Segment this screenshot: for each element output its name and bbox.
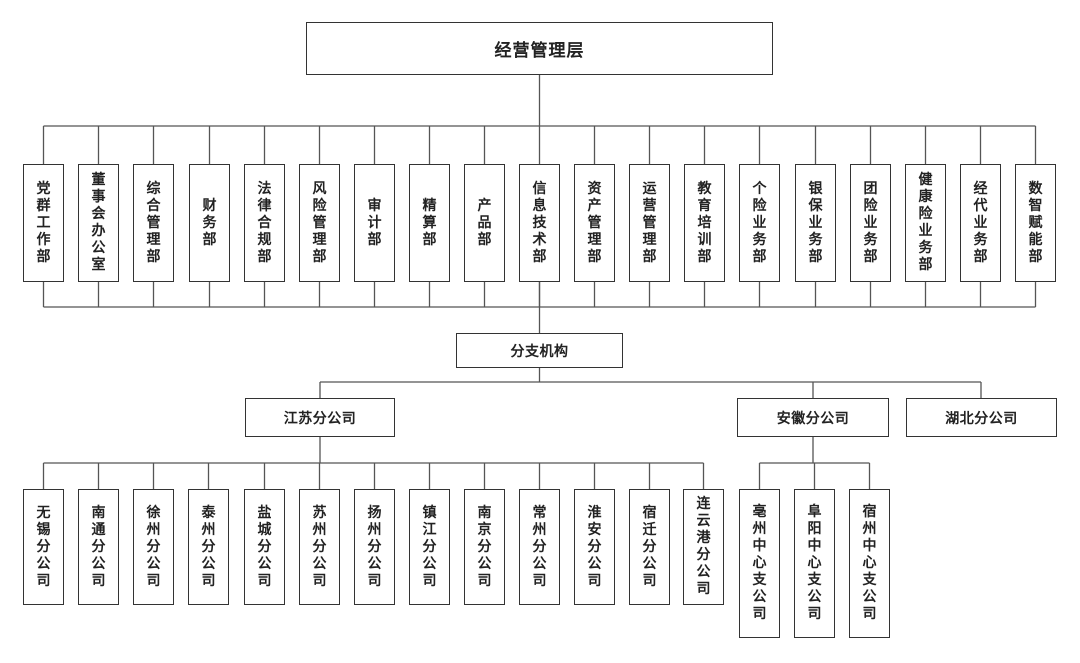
department-node-label: 个险业务部 bbox=[752, 180, 767, 265]
department-node-label: 运营管理部 bbox=[642, 180, 657, 265]
jiangsu-sub-branch-node-label: 连云港分公司 bbox=[696, 496, 711, 597]
jiangsu-sub-branch-node: 无锡分公司 bbox=[23, 489, 64, 605]
jiangsu-sub-branch-node-label: 南京分公司 bbox=[477, 504, 492, 589]
jiangsu-sub-branch-node: 扬州分公司 bbox=[354, 489, 395, 605]
department-node: 资产管理部 bbox=[574, 164, 615, 282]
jiangsu-sub-branch-node-label: 南通分公司 bbox=[91, 504, 106, 589]
branch-node-anhui: 安徽分公司 bbox=[737, 398, 889, 437]
jiangsu-sub-branch-node-label: 徐州分公司 bbox=[146, 504, 161, 589]
department-node-label: 数智赋能部 bbox=[1028, 180, 1043, 265]
jiangsu-sub-branch-node: 盐城分公司 bbox=[244, 489, 285, 605]
jiangsu-sub-branch-node-label: 苏州分公司 bbox=[312, 504, 327, 589]
jiangsu-sub-branch-node: 连云港分公司 bbox=[683, 489, 724, 605]
department-node: 法律合规部 bbox=[244, 164, 285, 282]
branch-node-hubei: 湖北分公司 bbox=[906, 398, 1057, 437]
department-node-label: 团险业务部 bbox=[863, 180, 878, 265]
department-node-label: 精算部 bbox=[422, 197, 437, 248]
department-node: 团险业务部 bbox=[850, 164, 891, 282]
branch-hub-node: 分支机构 bbox=[456, 333, 623, 368]
jiangsu-sub-branch-node: 徐州分公司 bbox=[133, 489, 174, 605]
department-node: 审计部 bbox=[354, 164, 395, 282]
department-node: 党群工作部 bbox=[23, 164, 64, 282]
jiangsu-sub-branch-node-label: 镇江分公司 bbox=[422, 504, 437, 589]
anhui-sub-branch-node: 宿州中心支公司 bbox=[849, 489, 890, 638]
department-node: 个险业务部 bbox=[739, 164, 780, 282]
department-node-label: 产品部 bbox=[477, 197, 492, 248]
department-node-label: 健康险业务部 bbox=[918, 172, 933, 273]
anhui-sub-branch-node: 阜阳中心支公司 bbox=[794, 489, 835, 638]
jiangsu-sub-branch-node-label: 宿迁分公司 bbox=[642, 504, 657, 589]
department-node-label: 董事会办公室 bbox=[91, 172, 106, 273]
jiangsu-sub-branch-node-label: 淮安分公司 bbox=[587, 504, 602, 589]
department-node-label: 综合管理部 bbox=[146, 180, 161, 265]
jiangsu-sub-branch-node-label: 无锡分公司 bbox=[36, 504, 51, 589]
department-node-label: 经代业务部 bbox=[973, 180, 988, 265]
department-node-label: 风险管理部 bbox=[312, 180, 327, 265]
jiangsu-sub-branch-node-label: 扬州分公司 bbox=[367, 504, 382, 589]
department-node: 综合管理部 bbox=[133, 164, 174, 282]
department-node: 经代业务部 bbox=[960, 164, 1001, 282]
jiangsu-sub-branch-node-label: 常州分公司 bbox=[532, 504, 547, 589]
department-node-label: 信息技术部 bbox=[532, 180, 547, 265]
department-node-label: 审计部 bbox=[367, 197, 382, 248]
anhui-sub-branch-node-label: 亳州中心支公司 bbox=[752, 504, 767, 622]
root-node-management: 经营管理层 bbox=[306, 22, 773, 75]
department-node: 数智赋能部 bbox=[1015, 164, 1056, 282]
jiangsu-sub-branch-node: 南京分公司 bbox=[464, 489, 505, 605]
department-node-label: 资产管理部 bbox=[587, 180, 602, 265]
department-node: 财务部 bbox=[189, 164, 230, 282]
department-node: 风险管理部 bbox=[299, 164, 340, 282]
anhui-sub-branch-node-label: 宿州中心支公司 bbox=[862, 504, 877, 622]
department-node: 信息技术部 bbox=[519, 164, 560, 282]
department-node-label: 财务部 bbox=[202, 197, 217, 248]
anhui-sub-branch-node: 亳州中心支公司 bbox=[739, 489, 780, 638]
department-node: 精算部 bbox=[409, 164, 450, 282]
department-node-label: 党群工作部 bbox=[36, 180, 51, 265]
jiangsu-sub-branch-node: 泰州分公司 bbox=[188, 489, 229, 605]
department-node: 董事会办公室 bbox=[78, 164, 119, 282]
jiangsu-sub-branch-node-label: 泰州分公司 bbox=[201, 504, 216, 589]
department-node-label: 法律合规部 bbox=[257, 180, 272, 265]
department-node: 银保业务部 bbox=[795, 164, 836, 282]
jiangsu-sub-branch-node: 苏州分公司 bbox=[299, 489, 340, 605]
department-node: 运营管理部 bbox=[629, 164, 670, 282]
department-node-label: 银保业务部 bbox=[808, 180, 823, 265]
jiangsu-sub-branch-node: 淮安分公司 bbox=[574, 489, 615, 605]
department-node: 健康险业务部 bbox=[905, 164, 946, 282]
department-node-label: 教育培训部 bbox=[697, 180, 712, 265]
department-node: 教育培训部 bbox=[684, 164, 725, 282]
jiangsu-sub-branch-node-label: 盐城分公司 bbox=[257, 504, 272, 589]
jiangsu-sub-branch-node: 宿迁分公司 bbox=[629, 489, 670, 605]
jiangsu-sub-branch-node: 南通分公司 bbox=[78, 489, 119, 605]
anhui-sub-branch-node-label: 阜阳中心支公司 bbox=[807, 504, 822, 622]
jiangsu-sub-branch-node: 镇江分公司 bbox=[409, 489, 450, 605]
department-node: 产品部 bbox=[464, 164, 505, 282]
branch-node-jiangsu: 江苏分公司 bbox=[245, 398, 395, 437]
jiangsu-sub-branch-node: 常州分公司 bbox=[519, 489, 560, 605]
